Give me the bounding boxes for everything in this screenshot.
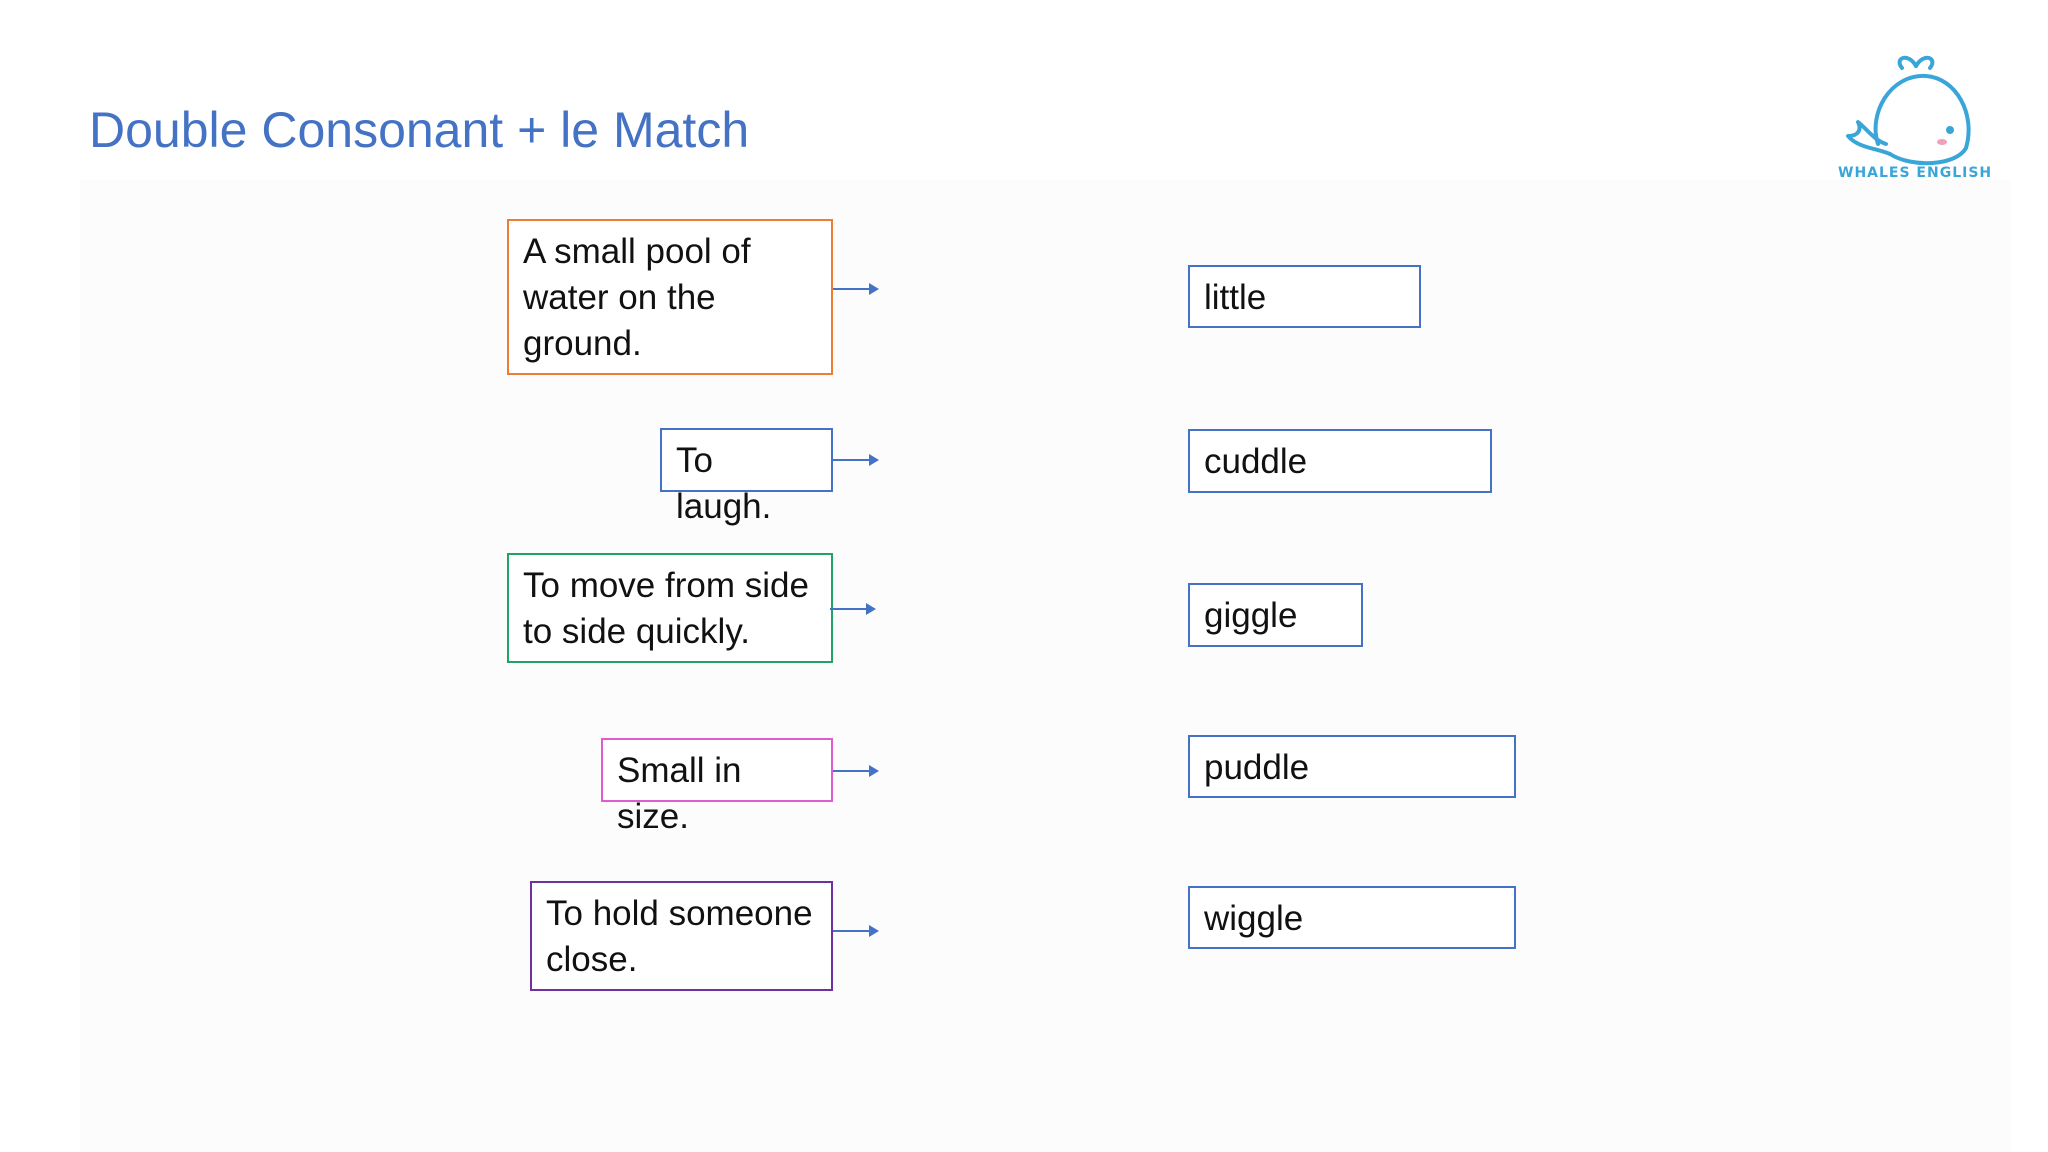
arrow-5-icon [833,925,879,937]
definition-box-5[interactable]: To hold someone close. [530,881,833,991]
arrow-3-icon [830,603,876,615]
definition-text: To laugh. [676,441,772,526]
word-text: little [1204,278,1267,317]
word-box-4[interactable]: puddle [1188,735,1516,798]
word-box-3[interactable]: giggle [1188,583,1363,647]
word-box-2[interactable]: cuddle [1188,429,1492,493]
definition-box-1[interactable]: A small pool of water on the ground. [507,219,833,375]
logo-text: WHALES ENGLISH [1838,165,1993,181]
definition-box-3[interactable]: To move from side to side quickly. [507,553,833,663]
arrow-4-icon [833,765,879,777]
definition-text: To move from side to side quickly. [523,566,809,651]
word-text: giggle [1204,596,1298,635]
definition-box-2[interactable]: To laugh. [660,428,833,526]
arrow-1-icon [833,283,879,295]
whale-eye [1946,126,1954,134]
definition-text: Small in size. [617,751,742,836]
arrow-2-icon [833,454,879,466]
word-text: puddle [1204,748,1310,787]
content-area [80,180,2010,1152]
definition-text: A small pool of water on the ground. [523,232,751,363]
word-text: wiggle [1204,899,1304,938]
definition-text: To hold someone close. [546,894,813,979]
definition-box-4[interactable]: Small in size. [601,738,833,836]
word-text: cuddle [1204,442,1308,481]
word-box-5[interactable]: wiggle [1188,886,1516,949]
page-title: Double Consonant + le Match [89,102,750,158]
whale-logo-icon [1846,55,1971,166]
word-box-1[interactable]: little [1188,265,1421,328]
